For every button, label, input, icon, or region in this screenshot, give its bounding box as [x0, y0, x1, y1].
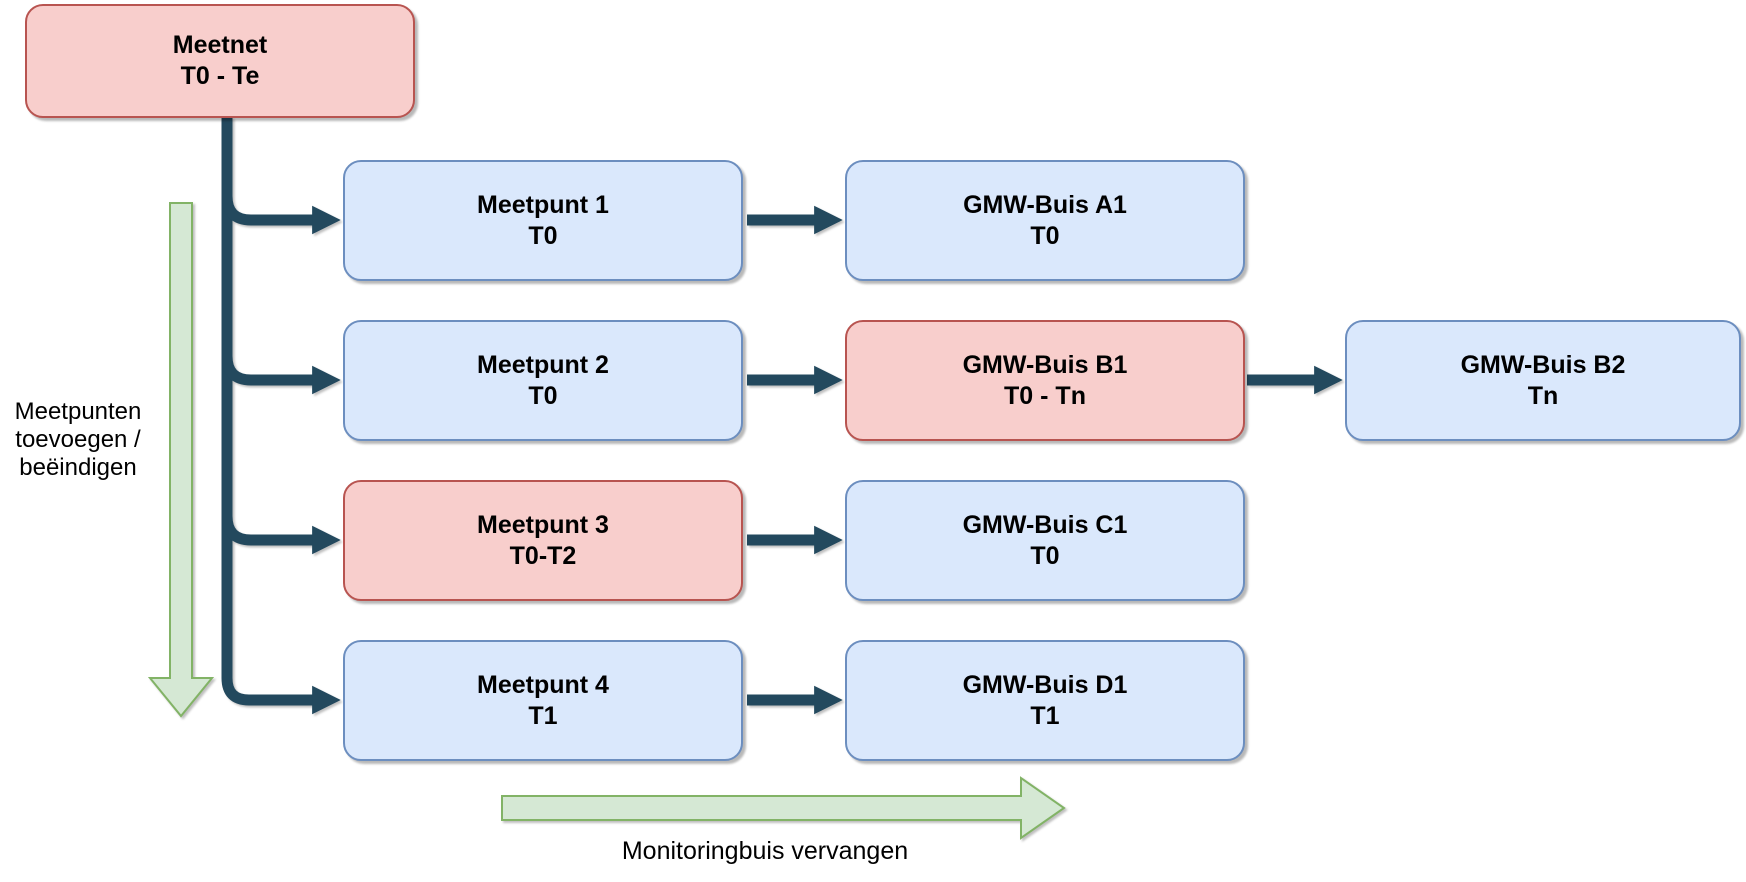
node-meetpunt-1-label: Meetpunt 1 — [477, 190, 609, 219]
branch-arrow-meetpunt3 — [221, 515, 341, 555]
node-meetpunt-2-period: T0 — [528, 381, 558, 410]
node-gmw-buis-a1: GMW-Buis A1 T0 — [845, 160, 1245, 281]
node-gmw-buis-a1-label: GMW-Buis A1 — [963, 190, 1127, 219]
node-gmw-buis-a1-period: T0 — [1030, 221, 1060, 250]
node-gmw-buis-b1-label: GMW-Buis B1 — [962, 350, 1128, 379]
node-meetpunt-1-period: T0 — [528, 221, 558, 250]
node-meetpunt-3-label: Meetpunt 3 — [477, 510, 609, 539]
node-meetpunt-3: Meetpunt 3 T0-T2 — [343, 480, 743, 601]
node-meetnet: Meetnet T0 - Te — [25, 4, 415, 118]
node-gmw-buis-b2: GMW-Buis B2 Tn — [1345, 320, 1741, 441]
node-gmw-buis-d1-period: T1 — [1030, 701, 1060, 730]
node-meetpunt-2-label: Meetpunt 2 — [477, 350, 609, 379]
timeline-arrow-vertical — [147, 202, 215, 718]
node-gmw-buis-b1: GMW-Buis B1 T0 - Tn — [845, 320, 1245, 441]
node-meetpunt-2: Meetpunt 2 T0 — [343, 320, 743, 441]
node-gmw-buis-b1-period: T0 - Tn — [1004, 381, 1086, 410]
node-meetpunt-1: Meetpunt 1 T0 — [343, 160, 743, 281]
node-gmw-buis-d1-label: GMW-Buis D1 — [962, 670, 1128, 699]
branch-arrow-meetpunt2 — [221, 355, 341, 395]
node-gmw-buis-b2-period: Tn — [1527, 381, 1559, 410]
branch-arrow-meetpunt1 — [221, 195, 341, 235]
node-gmw-buis-c1: GMW-Buis C1 T0 — [845, 480, 1245, 601]
timeline-arrow-horizontal — [501, 776, 1066, 840]
node-gmw-buis-c1-period: T0 — [1030, 541, 1060, 570]
bottom-arrow-label: Monitoringbuis vervangen — [621, 837, 909, 865]
node-meetnet-period: T0 - Te — [180, 62, 260, 90]
left-arrow-label: Meetpunten toevoegen / beëindigen — [14, 398, 142, 481]
node-meetpunt-4-label: Meetpunt 4 — [477, 670, 609, 699]
node-gmw-buis-d1: GMW-Buis D1 T1 — [845, 640, 1245, 761]
node-gmw-buis-b2-label: GMW-Buis B2 — [1460, 350, 1626, 379]
node-meetpunt-4: Meetpunt 4 T1 — [343, 640, 743, 761]
node-gmw-buis-c1-label: GMW-Buis C1 — [962, 510, 1128, 539]
meetnet-trunk-connector — [221, 117, 341, 715]
node-meetnet-label: Meetnet — [172, 31, 268, 59]
node-meetpunt-4-period: T1 — [528, 701, 558, 730]
node-meetpunt-3-period: T0-T2 — [509, 541, 577, 570]
